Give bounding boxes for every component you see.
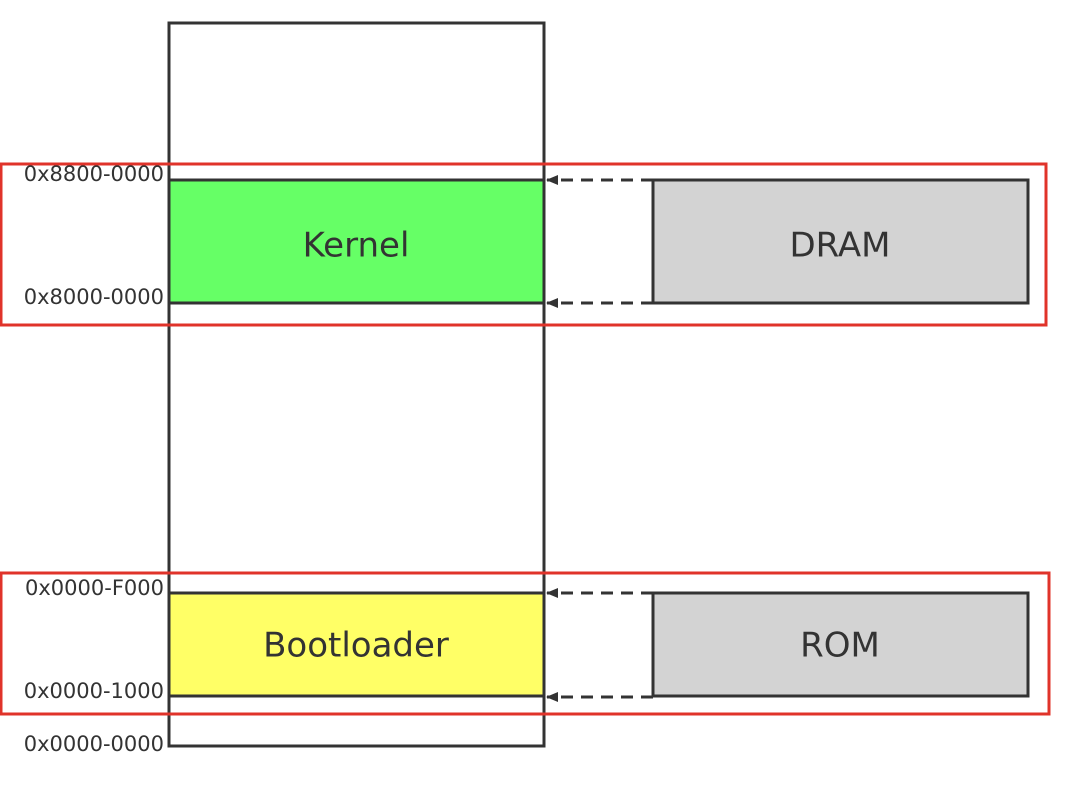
rom-label: ROM bbox=[800, 626, 880, 666]
addr-boot-top: 0x0000-F000 bbox=[25, 576, 164, 600]
addr-kernel-bottom: 0x8000-0000 bbox=[24, 285, 164, 309]
addr-boot-bottom: 0x0000-1000 bbox=[24, 679, 164, 703]
rom-block bbox=[651, 591, 1030, 698]
rom-highlight-frame bbox=[0, 571, 1051, 716]
kernel-region bbox=[167, 178, 546, 305]
kernel-label: Kernel bbox=[303, 226, 410, 266]
memory-column bbox=[167, 21, 546, 748]
dram-label: DRAM bbox=[789, 226, 890, 266]
dram-block bbox=[651, 178, 1030, 305]
addr-base: 0x0000-0000 bbox=[24, 732, 164, 756]
bootloader-region bbox=[167, 591, 546, 698]
dram-highlight-frame bbox=[0, 162, 1048, 327]
addr-kernel-top: 0x8800-0000 bbox=[24, 162, 164, 186]
bootloader-label: Bootloader bbox=[263, 626, 449, 666]
